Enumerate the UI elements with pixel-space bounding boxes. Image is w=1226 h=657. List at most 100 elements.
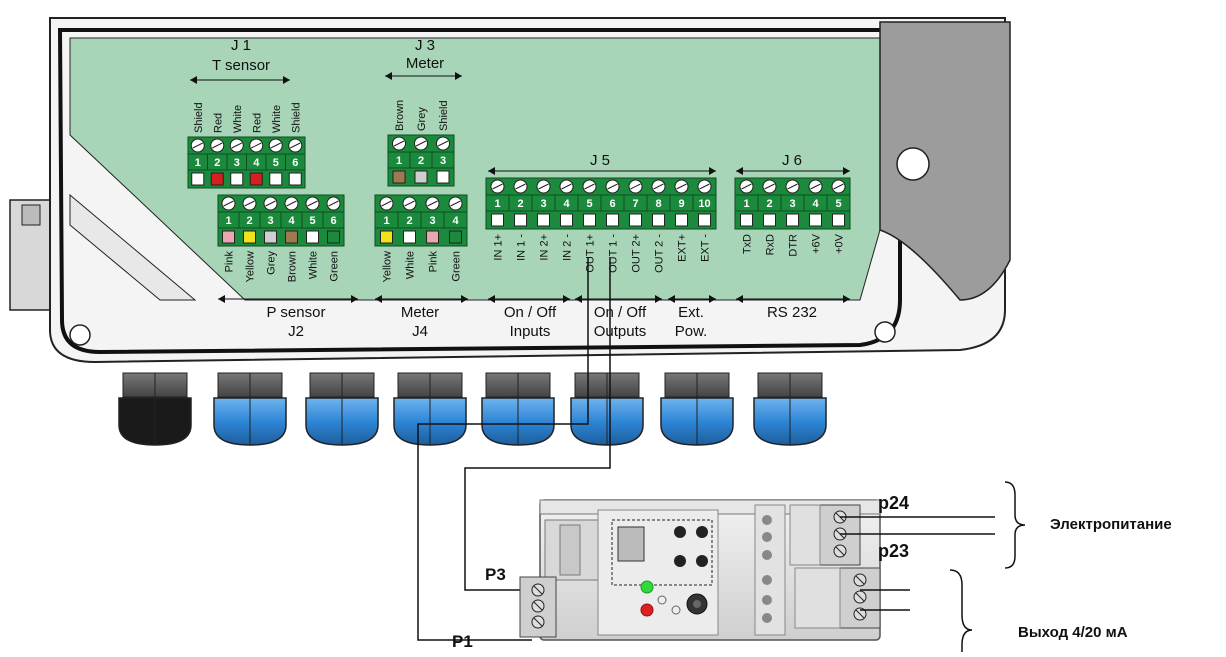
j3-pin-3: 3 (440, 155, 446, 167)
j5-pin-9: 9 (678, 198, 684, 210)
j1-subtitle: T sensor (212, 57, 270, 74)
label-p23: p23 (878, 541, 909, 561)
label-p24: p24 (878, 493, 909, 513)
j2-wire-label-3: Grey (266, 251, 278, 275)
label-output: Выход 4/20 мА (1018, 624, 1128, 641)
j4-terminal-2 (403, 230, 416, 244)
label-p1: P1 (452, 632, 473, 651)
j6-pin-2: 2 (766, 198, 772, 210)
j2-label-line2: J2 (288, 323, 304, 340)
j6-pin-3: 3 (789, 198, 795, 210)
j6-terminal-4 (809, 213, 822, 227)
j2-terminal-2 (243, 230, 256, 244)
j6-pin-1: 1 (743, 198, 749, 210)
j5-wire-label-7: OUT 2+ (631, 234, 643, 273)
j1-pin-3: 3 (234, 157, 240, 169)
j3-terminal-2 (414, 170, 428, 184)
j2-pin-4: 4 (288, 215, 295, 227)
j4-wire-label-3: Pink (428, 251, 440, 273)
cable-glands (118, 372, 827, 446)
j2-pin-3: 3 (267, 215, 273, 227)
j6-terminal-5 (832, 213, 845, 227)
j5-pin-10: 10 (698, 198, 710, 210)
j5-group-inputs-line2: Inputs (510, 323, 551, 340)
j4-wire-label-2: White (405, 251, 417, 279)
j3-wire-label-1: Brown (394, 100, 406, 131)
j6-wire-label-5: +0V (834, 233, 846, 254)
j4-label-line1: Meter (401, 304, 439, 321)
j1-terminal-2 (210, 172, 224, 186)
j5-terminal-9 (675, 213, 688, 227)
j5-pin-7: 7 (632, 198, 638, 210)
j3-wire-label-2: Grey (416, 107, 428, 131)
j5-terminal-5 (583, 213, 596, 227)
j1-wire-label-6: Shield (290, 102, 302, 133)
j5-pin-8: 8 (655, 198, 661, 210)
j1-pin-2: 2 (214, 157, 220, 169)
j6-pin-5: 5 (835, 198, 841, 210)
j5-group-outputs-line2: Outputs (594, 323, 647, 340)
external-lines (840, 481, 1026, 652)
j1-pin-1: 1 (195, 157, 201, 169)
label-power: Электропитание (1050, 516, 1172, 533)
j6-wire-label-3: DTR (788, 234, 800, 257)
j1-wire-label-3: White (232, 105, 244, 133)
j5-wire-label-8: OUT 2 - (654, 234, 666, 273)
j3-terminal-1 (392, 170, 406, 184)
j4-terminal-1 (380, 230, 393, 244)
j3-wire-label-3: Shield (438, 100, 450, 131)
j3-pin-2: 2 (418, 155, 424, 167)
j4-label-line2: J4 (412, 323, 428, 340)
j2-pin-5: 5 (309, 215, 315, 227)
j2-wire-label-5: White (308, 251, 320, 279)
j4-pin-2: 2 (406, 215, 412, 227)
j6-pin-4: 4 (812, 198, 819, 210)
j6-terminal-1 (740, 213, 753, 227)
j1-terminal-1 (191, 172, 205, 186)
j5-group-ext-line1: Ext. (678, 304, 704, 321)
j5-wire-label-1: IN 1+ (493, 234, 505, 261)
j2-label-line1: P sensor (267, 304, 326, 321)
din-module (519, 499, 881, 641)
j3-title: J 3 (415, 37, 435, 54)
j4-pin-1: 1 (383, 215, 389, 227)
j5-pin-4: 4 (563, 198, 570, 210)
j5-terminal-8 (652, 213, 665, 227)
j1-title: J 1 (231, 37, 251, 54)
j5-group-outputs-line1: On / Off (594, 304, 647, 321)
j1-pin-5: 5 (273, 157, 279, 169)
j2-pin-1: 1 (225, 215, 231, 227)
j6-wire-label-4: +6V (811, 233, 823, 254)
j1-terminal-3 (230, 172, 244, 186)
j5-group-inputs-line1: On / Off (504, 304, 557, 321)
j1-wire-label-1: Shield (193, 102, 205, 133)
j2-terminal-5 (306, 230, 319, 244)
j2-terminal-1 (222, 230, 235, 244)
j5-title: J 5 (590, 152, 610, 169)
j6-group-label: RS 232 (767, 304, 817, 321)
j2-wire-label-6: Green (329, 251, 341, 282)
j5-wire-label-5: OUT 1+ (585, 234, 597, 273)
j3-subtitle: Meter (406, 55, 444, 72)
j2-terminal-6 (327, 230, 340, 244)
j5-pin-3: 3 (540, 198, 546, 210)
j3-pin-1: 1 (396, 155, 402, 167)
j4-pin-3: 3 (429, 215, 435, 227)
j5-wire-label-9: EXT+ (677, 234, 689, 262)
j4-wire-label-4: Green (451, 251, 463, 282)
j6-wire-label-2: RxD (765, 234, 777, 255)
j2-pin-6: 6 (330, 215, 336, 227)
j5-terminal-7 (629, 213, 642, 227)
j5-terminal-1 (491, 213, 504, 227)
j4-pin-4: 4 (452, 215, 459, 227)
j6-terminal-2 (763, 213, 776, 227)
j2-terminal-4 (285, 230, 298, 244)
j5-terminal-4 (560, 213, 573, 227)
j1-terminal-4 (249, 172, 263, 186)
